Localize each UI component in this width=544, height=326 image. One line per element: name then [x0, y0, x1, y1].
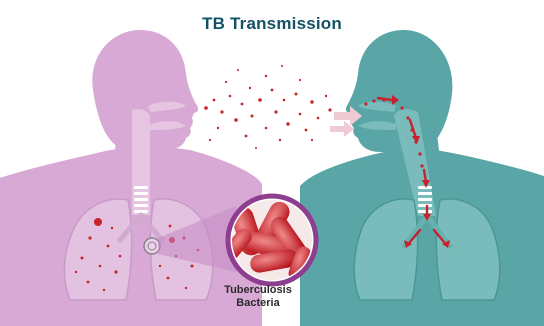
- lung-magnifier-spot-icon: [144, 238, 160, 254]
- infected-person: [0, 30, 262, 326]
- bacteria-label: Tuberculosis Bacteria: [214, 284, 302, 310]
- receiving-person: [300, 30, 544, 326]
- bacteria-label-line2: Bacteria: [214, 297, 302, 310]
- diagram-title: TB Transmission: [0, 14, 544, 34]
- airborne-droplets: [204, 65, 331, 149]
- bacteria-label-line1: Tuberculosis: [214, 284, 302, 297]
